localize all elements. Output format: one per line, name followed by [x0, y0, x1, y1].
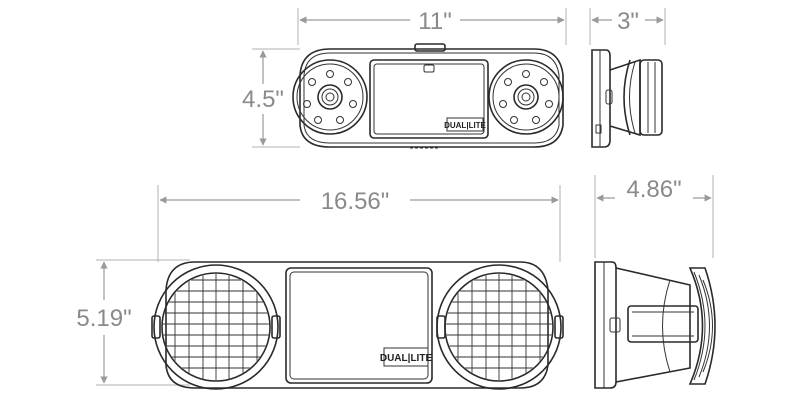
top-side-view: 3"	[589, 8, 666, 148]
top-height-label: 4.5"	[242, 86, 284, 113]
top-front-view: 11" 4.5" DUAL|LITE	[242, 8, 567, 149]
top-depth-label: 3"	[617, 8, 639, 35]
top-right-lamp-head	[488, 59, 564, 135]
bottom-height-label: 5.19"	[76, 305, 131, 332]
bottom-logo: DUAL|LITE	[380, 347, 433, 367]
top-width-label: 11"	[418, 8, 451, 35]
bottom-center-panel	[285, 267, 433, 384]
bottom-left-lamp-head	[151, 264, 281, 390]
top-left-lamp-head	[292, 59, 368, 135]
top-side-housing	[591, 49, 611, 148]
top-fixture-housing	[299, 48, 564, 148]
bottom-side-housing	[594, 261, 617, 389]
top-logo: DUAL|LITE	[444, 117, 487, 132]
bottom-fixture-housing	[165, 261, 549, 389]
bottom-width-label: 16.56"	[321, 188, 390, 215]
bottom-depth-label: 4.86"	[626, 176, 681, 203]
svg-text:DUAL|LITE: DUAL|LITE	[380, 353, 433, 364]
top-center-panel	[369, 59, 489, 139]
bottom-right-lamp-head	[436, 264, 564, 390]
bottom-side-view: 4.86"	[594, 175, 716, 389]
bottom-front-view: 16.56" 5.19" DUAL|LITE	[76, 185, 564, 390]
svg-text:DUAL|LITE: DUAL|LITE	[444, 121, 486, 130]
